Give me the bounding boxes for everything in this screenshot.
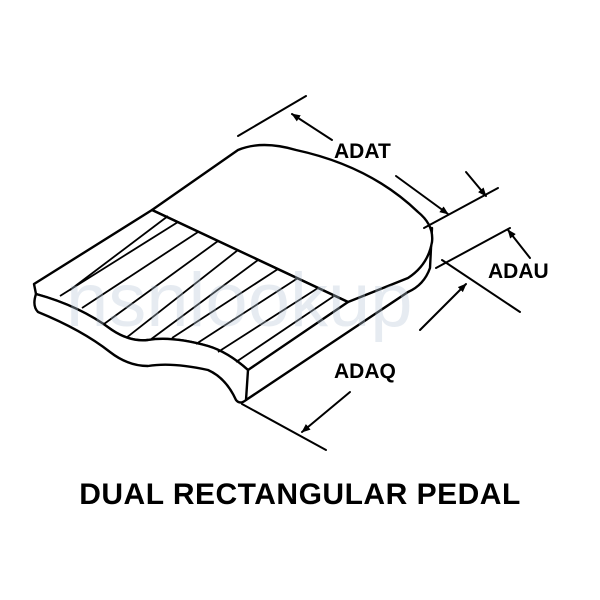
adaq-label: ADAQ (334, 360, 396, 383)
pedal-front-edge (33, 292, 250, 404)
adat-extension-left (237, 95, 307, 137)
watermark-text: nsnlookup (66, 258, 413, 343)
adat-label: ADAT (334, 140, 391, 163)
rib-line (69, 215, 169, 291)
adat-extension-right (423, 187, 499, 229)
pedal-body (32, 143, 434, 404)
rib-line (125, 249, 239, 339)
pedal-top-plate (150, 143, 434, 304)
rib-line (217, 287, 319, 353)
rib-line (103, 240, 219, 325)
adau-extension-bottom (435, 227, 511, 269)
dimension-lines (237, 95, 531, 451)
rib-line (149, 259, 259, 341)
adau-arrow-bottom (507, 229, 531, 259)
adat-arrow-right (395, 175, 449, 215)
pedal-ribs (59, 215, 335, 363)
rib-line (235, 295, 335, 363)
adaq-extension-top (441, 259, 521, 313)
adau-label: ADAU (488, 260, 549, 283)
adaq-arrow-bottom (301, 391, 351, 433)
rib-line (81, 231, 199, 309)
adau-arrow-top (465, 171, 487, 197)
diagram-caption: DUAL RECTANGULAR PEDAL (79, 478, 521, 511)
adaq-arrow-top (419, 283, 467, 331)
rib-line (171, 268, 279, 339)
adaq-extension-bottom (241, 403, 327, 451)
adat-arrow-left (291, 113, 333, 141)
rib-line (195, 277, 299, 345)
